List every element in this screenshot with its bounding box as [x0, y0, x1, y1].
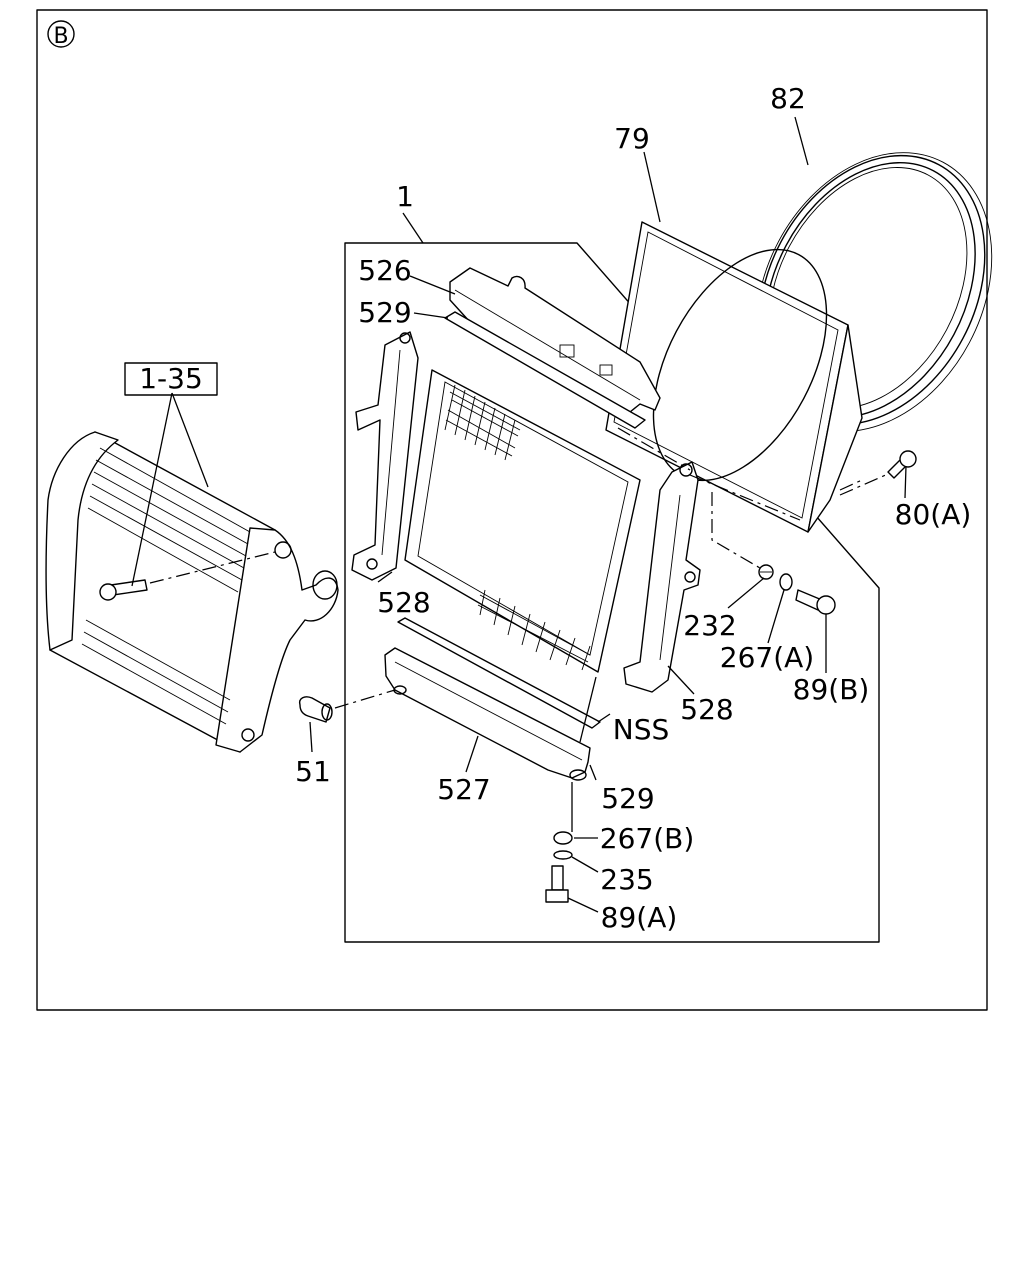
assembly-boundary	[344, 242, 880, 943]
right-side-bracket	[623, 461, 701, 693]
washer-267a	[779, 573, 793, 591]
callout-528-right: 528	[680, 693, 733, 726]
diagram-frame	[36, 9, 988, 1011]
bolt-80a	[887, 450, 917, 479]
callout-267a: 267(A)	[720, 641, 814, 674]
reference-box-1-35	[124, 362, 218, 396]
callout-79: 79	[614, 122, 650, 155]
washer-235	[553, 850, 573, 860]
callout-527: 527	[437, 773, 490, 806]
callout-51: 51	[295, 755, 331, 788]
section-marker-label: B	[53, 24, 68, 49]
callout-529-bottom: 529	[601, 782, 654, 815]
callout-232: 232	[683, 609, 736, 642]
callout-526: 526	[358, 254, 411, 287]
callout-528-left: 528	[377, 586, 430, 619]
grommet-232	[758, 564, 774, 580]
bolt-89b	[795, 589, 836, 615]
callout-82: 82	[770, 82, 806, 115]
upper-tank	[449, 267, 661, 413]
section-marker: B	[47, 20, 75, 49]
callout-89a: 89(A)	[601, 901, 678, 934]
callout-235: 235	[600, 863, 653, 896]
lower-seal	[397, 617, 601, 729]
callout-267b: 267(B)	[600, 822, 695, 855]
upper-seal	[444, 311, 646, 429]
left-side-bracket	[351, 331, 419, 581]
callout-80a: 80(A)	[895, 498, 972, 531]
callout-89b: 89(B)	[793, 673, 870, 706]
callout-nss: NSS	[613, 713, 670, 746]
callout-529-top: 529	[358, 296, 411, 329]
radiator-core	[404, 369, 641, 673]
bolt-89a	[545, 865, 569, 903]
drain-plug	[298, 696, 333, 723]
callout-1-35: 1-35	[139, 362, 203, 395]
lower-tank	[384, 647, 591, 781]
callout-1: 1	[396, 180, 414, 213]
washer-267b	[553, 831, 573, 845]
intercooler	[45, 431, 339, 753]
leader-lines	[131, 116, 907, 913]
